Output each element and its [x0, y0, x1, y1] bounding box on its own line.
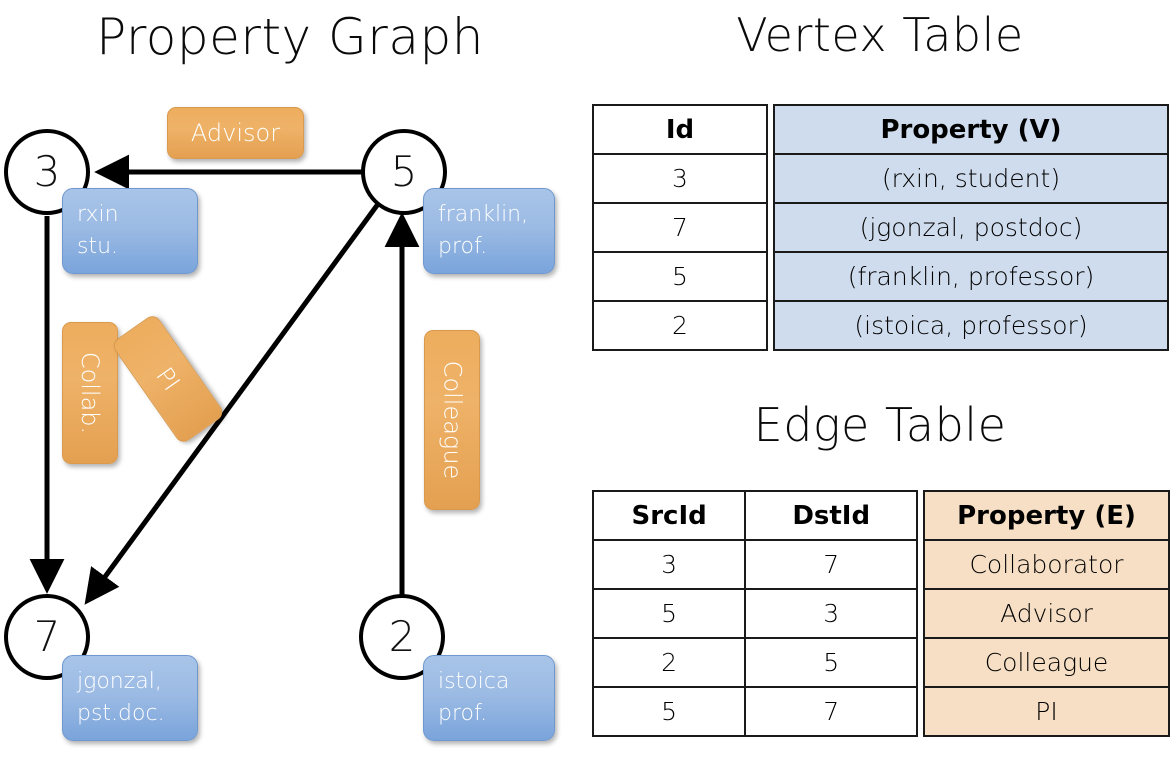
table-row[interactable]: 2 (istoica, professor) — [592, 300, 1169, 351]
edge-bubble-collab-label: Collab. — [76, 351, 105, 435]
graph-node-2[interactable]: 2 — [359, 594, 445, 680]
edge-bubble-colleague[interactable]: Colleague — [424, 330, 480, 510]
table-row[interactable]: 5 7 PI — [591, 686, 1170, 737]
vertex-bubble-istoica-line2: prof. — [438, 700, 488, 726]
table-row[interactable]: 7 (jgonzal, postdoc) — [592, 202, 1169, 253]
table-row[interactable]: 2 5 Colleague — [591, 637, 1170, 688]
edge-5-to-7 — [84, 202, 381, 605]
edge-bubble-pi-label: PI — [150, 362, 186, 396]
edge-cell-srcid: 3 — [591, 539, 747, 590]
vertex-table-header-id: Id — [592, 104, 768, 155]
vertex-bubble-franklin-line2: prof. — [438, 233, 488, 259]
table-header-row: Id Property (V) — [592, 104, 1169, 155]
edge-table-header-dstid: DstId — [744, 490, 919, 541]
vertex-bubble-rxin-line1: rxin — [77, 202, 119, 227]
edge-cell-dstid: 5 — [744, 637, 919, 688]
edge-cell-property: Colleague — [923, 637, 1170, 688]
table-row[interactable]: 5 3 Advisor — [591, 588, 1170, 639]
column-gap — [917, 589, 924, 638]
column-gap — [917, 540, 924, 589]
graph-node-5-label: 5 — [390, 147, 418, 196]
edge-bubble-advisor[interactable]: Advisor — [167, 107, 304, 159]
edge-cell-srcid: 5 — [591, 686, 747, 737]
edge-table: SrcId DstId Property (E) 3 7 Collaborato… — [591, 490, 1170, 737]
column-gap — [917, 638, 924, 687]
page-title-vertex-table: Vertex Table — [736, 8, 1024, 62]
vertex-bubble-istoica-line1: istoica — [438, 669, 510, 694]
column-gap — [767, 203, 774, 252]
property-graph-diagram: 3 5 7 2 rxin stu. franklin, prof. jgonza… — [4, 107, 555, 741]
column-gap — [767, 301, 774, 350]
vertex-table: Id Property (V) 3 (rxin, student) 7 (jgo… — [592, 104, 1169, 351]
edge-cell-dstid: 3 — [744, 588, 919, 639]
edge-cell-dstid: 7 — [744, 686, 919, 737]
column-gap — [767, 154, 774, 203]
edge-bubble-collab[interactable]: Collab. — [62, 322, 118, 464]
edge-cell-srcid: 5 — [591, 588, 747, 639]
graph-node-3-label: 3 — [33, 147, 61, 196]
table-row[interactable]: 3 7 Collaborator — [591, 539, 1170, 590]
vertex-cell-property: (istoica, professor) — [773, 300, 1169, 351]
vertex-cell-id: 7 — [592, 202, 768, 253]
edge-cell-property: Advisor — [923, 588, 1170, 639]
vertex-table-header-property: Property (V) — [773, 104, 1169, 155]
graph-node-2-label: 2 — [388, 612, 416, 661]
edge-bubble-advisor-label: Advisor — [190, 119, 281, 147]
column-gap — [917, 687, 924, 736]
vertex-cell-property: (franklin, professor) — [773, 251, 1169, 302]
edge-table-header-property: Property (E) — [923, 490, 1170, 541]
vertex-bubble-rxin-line2: stu. — [77, 233, 119, 259]
vertex-cell-id: 3 — [592, 153, 768, 204]
edge-bubble-colleague-label: Colleague — [438, 360, 467, 480]
edge-cell-property: PI — [923, 686, 1170, 737]
column-gap — [767, 252, 774, 301]
vertex-cell-property: (rxin, student) — [773, 153, 1169, 204]
vertex-bubble-rxin[interactable]: rxin stu. — [62, 188, 198, 274]
table-row[interactable]: 5 (franklin, professor) — [592, 251, 1169, 302]
edge-cell-property: Collaborator — [923, 539, 1170, 590]
table-header-row: SrcId DstId Property (E) — [591, 490, 1170, 541]
page-title-edge-table: Edge Table — [753, 398, 1007, 452]
vertex-bubble-jgonzal[interactable]: jgonzal, pst.doc. — [62, 655, 198, 741]
edge-cell-dstid: 7 — [744, 539, 919, 590]
edge-table-header-srcid: SrcId — [591, 490, 747, 541]
vertex-bubble-istoica[interactable]: istoica prof. — [423, 655, 555, 741]
page-title-property-graph: Property Graph — [96, 8, 484, 66]
vertex-cell-property: (jgonzal, postdoc) — [773, 202, 1169, 253]
graph-node-7-label: 7 — [33, 612, 61, 661]
column-gap — [917, 491, 924, 540]
graph-edge-lines — [29, 154, 420, 605]
vertex-cell-id: 5 — [592, 251, 768, 302]
vertex-cell-id: 2 — [592, 300, 768, 351]
vertex-bubble-franklin[interactable]: franklin, prof. — [423, 188, 555, 274]
edge-cell-srcid: 2 — [591, 637, 747, 688]
vertex-bubble-franklin-line1: franklin, — [438, 202, 529, 227]
vertex-bubble-jgonzal-line1: jgonzal, — [77, 669, 162, 694]
column-gap — [767, 105, 774, 154]
table-row[interactable]: 3 (rxin, student) — [592, 153, 1169, 204]
vertex-bubble-jgonzal-line2: pst.doc. — [77, 700, 165, 726]
